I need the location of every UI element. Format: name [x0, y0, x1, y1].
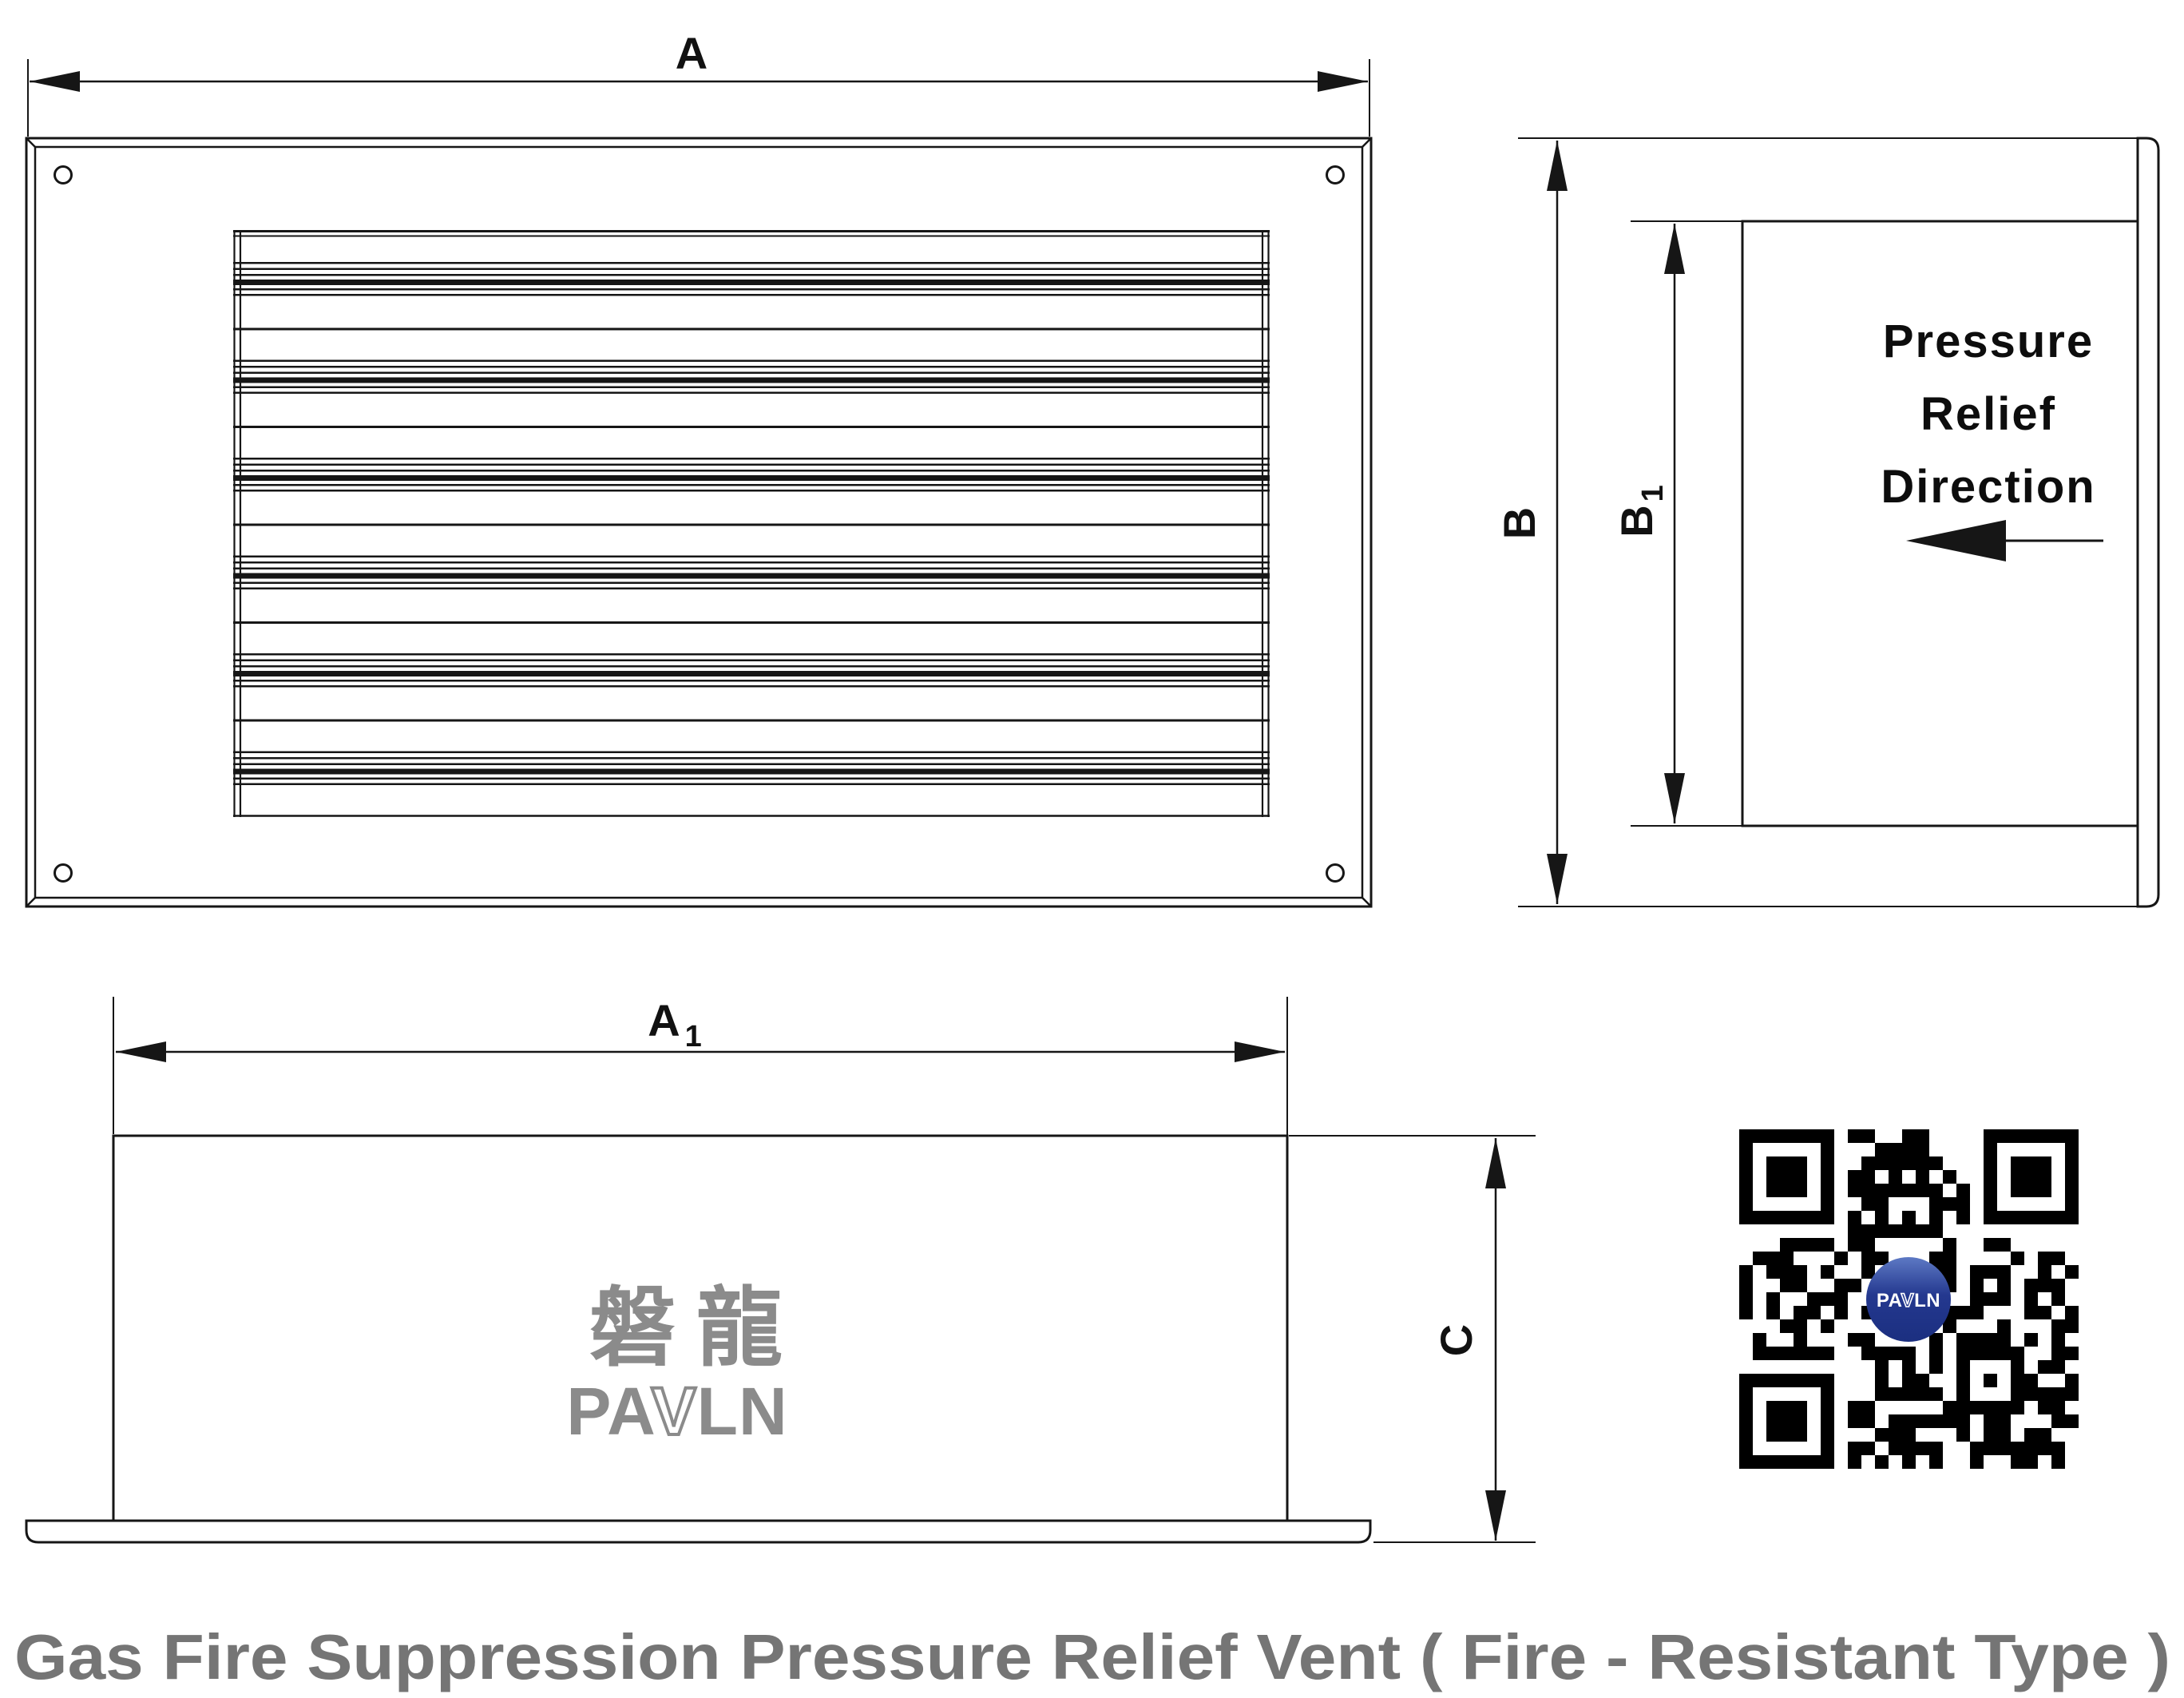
dimension-b1: B1 [1611, 224, 1685, 823]
screw-hole-bottom-left [54, 863, 73, 883]
dim-b1-top-arrow-icon [1664, 224, 1685, 274]
bottom-view-flange [25, 1519, 1372, 1544]
dim-a-left-arrow-icon [30, 71, 80, 92]
dim-a1-left-arrow-icon [116, 1041, 166, 1062]
dim-c-bottom-arrow-icon [1485, 1490, 1506, 1541]
dimension-a: A [27, 28, 1370, 137]
dimension-label-b1: B1 [1611, 485, 1670, 538]
annotation-line-3: Direction [1881, 461, 2095, 513]
screw-hole-top-right [1326, 165, 1345, 184]
screw-hole-top-left [54, 165, 73, 184]
louver-grille [233, 230, 1270, 817]
bottom-view-body [112, 1134, 1289, 1522]
dimension-label-b: B [1494, 507, 1544, 539]
dim-c-top-arrow-icon [1485, 1138, 1506, 1188]
dim-a1-right-arrow-icon [1235, 1041, 1285, 1062]
qr-code: PAVLN [1731, 1121, 2087, 1477]
dim-b-top-arrow-icon [1547, 141, 1568, 191]
qr-modules [1739, 1129, 2079, 1469]
logo-cjk-text: 磐龍 [589, 1279, 803, 1376]
relief-direction-arrow-icon [1906, 520, 2006, 561]
logo-latin-text: PAVLN [566, 1374, 787, 1449]
dim-a-right-arrow-icon [1318, 71, 1368, 92]
dimension-label-a: A [676, 28, 708, 78]
dim-b-bottom-arrow-icon [1547, 854, 1568, 904]
dim-b1-bottom-arrow-icon [1664, 773, 1685, 823]
qr-center-logo-badge [1866, 1257, 1951, 1342]
screw-hole-bottom-right [1326, 863, 1345, 883]
side-view-body [1741, 220, 2139, 827]
vent-frame-inner [34, 145, 1364, 899]
pressure-relief-annotation: Pressure Relief Direction [1881, 315, 2103, 561]
dimension-c: C [1289, 1135, 1536, 1543]
annotation-line-1: Pressure [1883, 315, 2094, 367]
dimension-label-c: C [1431, 1324, 1481, 1356]
page-title: Gas Fire Suppression Pressure Relief Ven… [14, 1621, 2170, 1692]
side-view-flange [2136, 137, 2160, 908]
dimension-b: B [1494, 141, 1568, 904]
side-view-drawing: B B1 Pressure Relief Direction [1494, 137, 2160, 908]
pavln-logo: 磐龍 PAVLN [566, 1279, 803, 1450]
front-view-drawing: A [25, 28, 1373, 908]
annotation-line-2: Relief [1920, 388, 2056, 440]
qr-logo-text: PAVLN [1877, 1290, 1940, 1311]
